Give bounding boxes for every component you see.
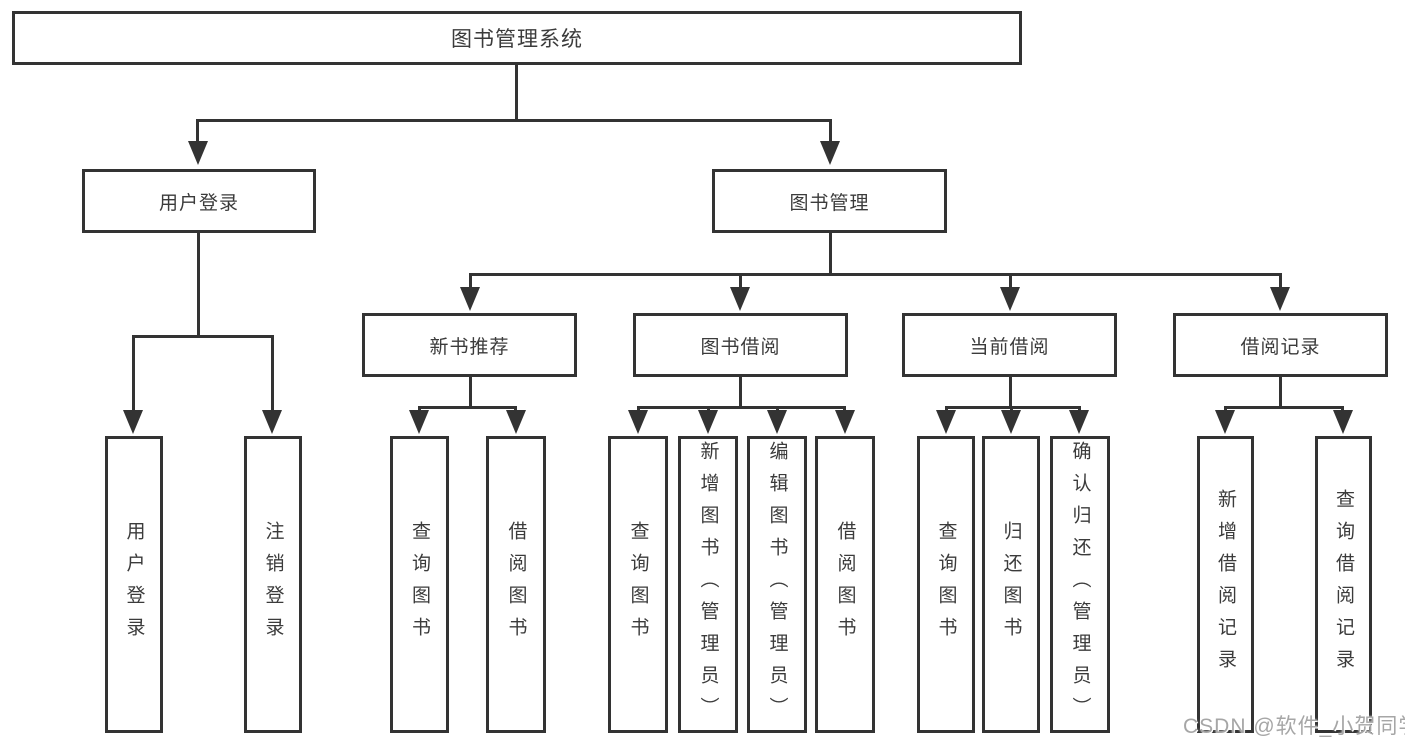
node-book-borrow-label: 图书借阅 [700,336,781,358]
connector-borrow-record-stem [1279,377,1282,407]
connector-leaf-drop [1078,406,1081,413]
leaf-label: 查询图书 [627,520,649,649]
node-current-borrow-label: 当前借阅 [969,336,1050,358]
leaf-label: 查询图书 [409,520,430,649]
connector-book-borrow-stem [739,377,742,407]
arrowhead-section [460,287,480,311]
node-book-mgmt: 图书管理 [712,169,947,233]
connector-section-drop [469,273,472,290]
arrowhead-leaf [698,410,718,434]
arrowhead-leaf [262,410,282,434]
leaf-add-borrow-record: 新增借阅记录 [1197,436,1254,733]
leaf-logout-label: 注销登录 [262,520,284,649]
connector-sub-branch [637,406,846,409]
leaf-current-query-book: 查询图书 [917,436,975,733]
node-book-mgmt-label: 图书管理 [789,192,870,214]
connector-leaf-drop [945,406,948,413]
connector-leaf-drop [1224,406,1227,413]
connector-user-login-sub-branch [132,335,274,338]
arrowhead-leaf [123,410,143,434]
connector-section-drop [739,273,742,290]
leaf-label: 借阅图书 [834,520,856,649]
connector-leaf-drop [1010,406,1013,413]
arrowhead-leaf [936,410,956,434]
arrowhead-leaf [409,410,429,434]
leaf-borrow-book: 借阅图书 [815,436,875,733]
leaf-label: 编辑图书（管理员） [766,440,788,729]
connector-level2-branch [469,273,1282,276]
connector-section-drop [1279,273,1282,290]
node-current-borrow: 当前借阅 [902,313,1117,377]
node-book-borrow: 图书借阅 [633,313,848,377]
node-user-login: 用户登录 [82,169,316,233]
leaf-newrec-query-book: 查询图书 [390,436,449,733]
leaf-newrec-borrow-book: 借阅图书 [486,436,546,733]
connector-user-login-stem [197,233,200,338]
connector-sub-branch [1224,406,1344,409]
connector-user-login-drop [196,119,199,145]
leaf-label: 新增借阅记录 [1215,488,1236,681]
connector-current-borrow-stem [1009,377,1012,407]
leaf-label: 借阅图书 [505,520,527,649]
leaf-user-login: 用户登录 [105,436,163,733]
node-user-login-label: 用户登录 [158,192,239,214]
leaf-borrow-query-book: 查询图书 [608,436,668,733]
connector-new-book-stem [469,377,472,407]
arrowhead-leaf [506,410,526,434]
leaf-edit-book-admin: 编辑图书（管理员） [747,436,807,733]
arrowhead-leaf [1215,410,1235,434]
connector-leaf-drop [418,406,421,413]
arrowhead-leaf [1333,410,1353,434]
node-new-book-rec-label: 新书推荐 [429,336,510,358]
arrowhead-section [1270,287,1290,311]
node-new-book-rec: 新书推荐 [362,313,577,377]
connector-leaf-drop [132,335,135,411]
leaf-confirm-return-admin: 确认归还（管理员） [1050,436,1110,733]
connector-level1-branch [196,119,832,122]
node-borrow-record-label: 借阅记录 [1240,336,1321,358]
connector-leaf-drop [514,406,517,413]
arrowhead-user-login [188,141,208,165]
leaf-add-book-admin: 新增图书（管理员） [678,436,738,733]
connector-root-stem [515,65,518,122]
arrowhead-leaf [835,410,855,434]
connector-sub-branch [945,406,1081,409]
connector-section-drop [1009,273,1012,290]
connector-leaf-drop [637,406,640,413]
leaf-user-login-label: 用户登录 [123,520,145,649]
arrowhead-leaf [628,410,648,434]
connector-book-mgmt-stem [829,233,832,276]
leaf-query-borrow-record: 查询借阅记录 [1315,436,1372,733]
arrowhead-section [1000,287,1020,311]
node-borrow-record: 借阅记录 [1173,313,1388,377]
arrowhead-book-mgmt [820,141,840,165]
connector-leaf-drop [707,406,710,413]
connector-leaf-drop [1341,406,1344,413]
connector-sub-branch [418,406,517,409]
csdn-watermark: CSDN @软件_小贺同学 [1183,715,1405,738]
leaf-label: 归还图书 [1000,520,1022,649]
arrowhead-leaf [1069,410,1089,434]
leaf-label: 查询借阅记录 [1333,488,1354,681]
node-root-label: 图书管理系统 [451,28,583,51]
leaf-label: 确认归还（管理员） [1069,440,1091,729]
leaf-label: 新增图书（管理员） [697,440,719,729]
arrowhead-section [730,287,750,311]
connector-leaf-drop [776,406,779,413]
leaf-return-book: 归还图书 [982,436,1040,733]
leaf-label: 查询图书 [935,520,957,649]
node-root: 图书管理系统 [12,11,1022,65]
arrowhead-leaf [1001,410,1021,434]
connector-leaf-drop [271,335,274,411]
arrowhead-leaf [767,410,787,434]
connector-book-mgmt-drop [829,119,832,145]
connector-leaf-drop [843,406,846,413]
leaf-logout: 注销登录 [244,436,302,733]
